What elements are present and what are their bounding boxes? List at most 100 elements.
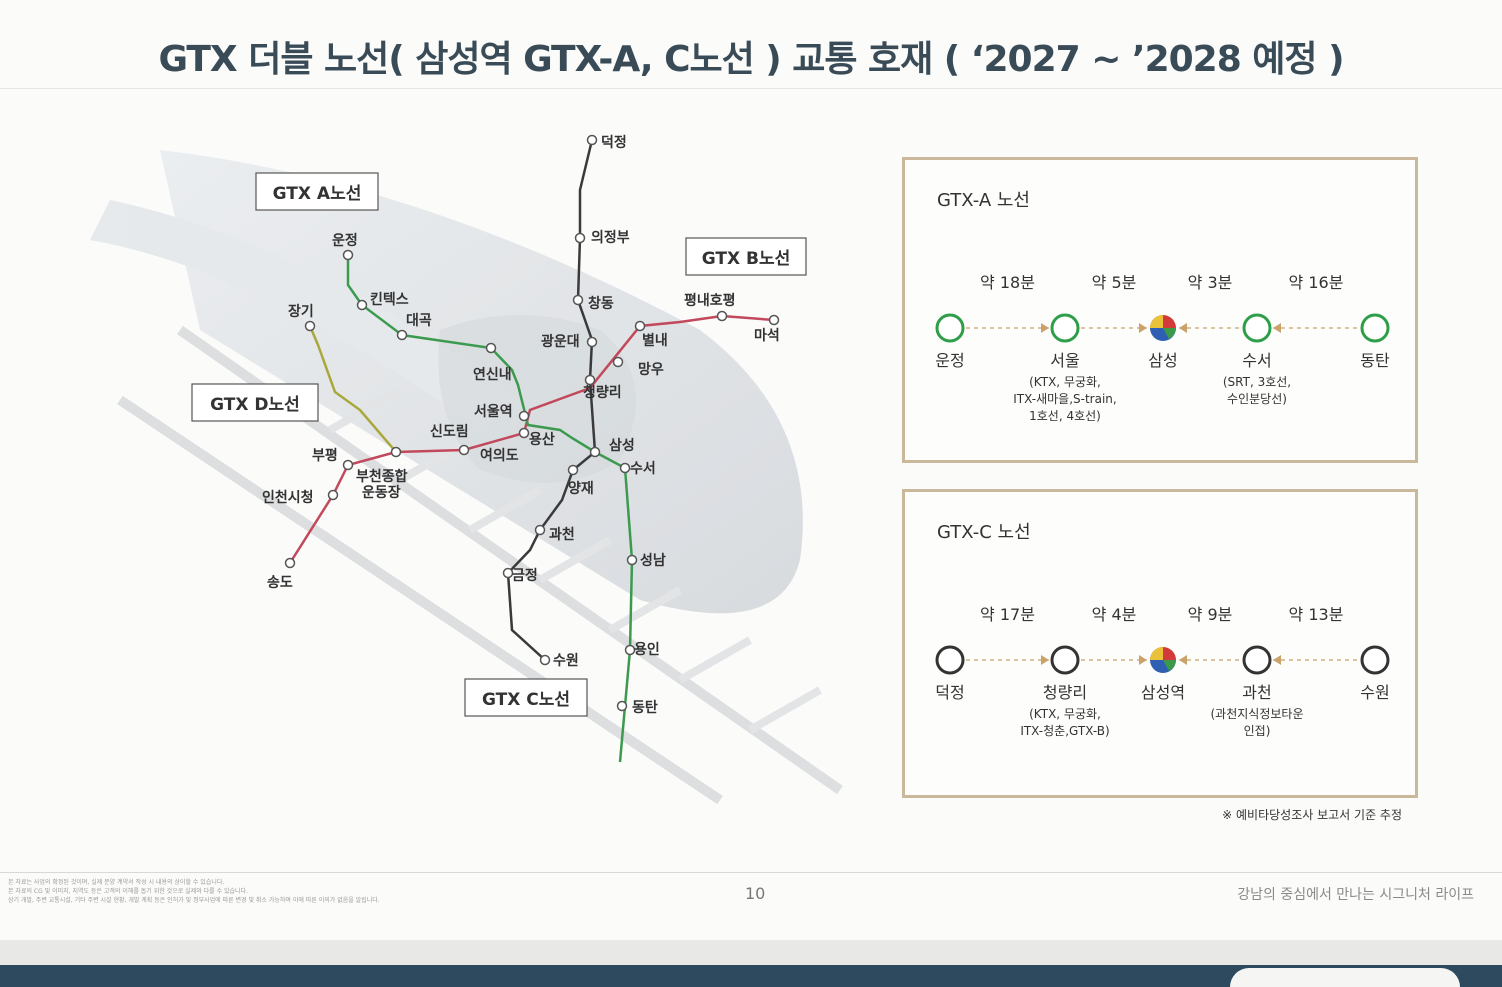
station-circle-icon xyxy=(935,645,965,675)
gtx-d-label: GTX D노선 xyxy=(210,395,300,415)
arrow-icon xyxy=(1139,655,1147,665)
station-yeouido: 여의도 xyxy=(480,447,519,464)
route-station-name: 덕정 xyxy=(935,683,964,702)
route-station-name: 수원 xyxy=(1360,683,1389,702)
station-circle-icon xyxy=(1242,645,1272,675)
station-pyeongnae: 평내호평 xyxy=(684,292,736,309)
station-samseong: 삼성 xyxy=(609,438,635,454)
footer-slogan: 강남의 중심에서 만나는 시그니처 라이프 xyxy=(1237,887,1474,903)
gtx-a-line xyxy=(346,255,634,763)
brochure-page: GTX 더블 노선( 삼성역 GTX-A, C노선 ) 교통 호재 ( ‘202… xyxy=(0,39,1502,905)
travel-time-label: 약 13분 xyxy=(1289,605,1344,624)
station-bucheon-2: 운동장 xyxy=(362,484,401,501)
station-unjeong: 운정 xyxy=(332,232,358,249)
gtx-a-label: GTX A노선 xyxy=(273,184,362,204)
taegeuk-hub-icon xyxy=(1150,647,1176,673)
route-station-name: 서울 xyxy=(1050,351,1079,370)
station-changdong: 창동 xyxy=(588,295,614,312)
gtx-d-line xyxy=(308,325,397,453)
next-page-edge xyxy=(0,965,1502,987)
arrow-icon xyxy=(1139,323,1147,333)
station-deokjeong: 덕정 xyxy=(601,134,627,151)
gtx-d-label-box: GTX D노선 xyxy=(191,383,319,422)
travel-time-label: 약 18분 xyxy=(980,273,1035,292)
route-station-transfer: (과천지식정보타운 xyxy=(1210,706,1303,721)
arrow-icon xyxy=(1273,655,1281,665)
footer-divider xyxy=(0,872,1502,873)
gtx-route-map: GTX A노선 GTX B노선 GTX C노선 GTX D노선 덕정 의정부 창… xyxy=(90,134,843,805)
station-circle-icon xyxy=(1360,313,1390,343)
title-divider xyxy=(0,88,1502,89)
travel-time-label: 약 9분 xyxy=(1188,605,1233,624)
gtx-a-panel-title: GTX-A 노선 xyxy=(937,190,1030,211)
route-station-name: 삼성역 xyxy=(1141,683,1185,702)
station-seongnam: 성남 xyxy=(640,552,666,569)
route-station-transfer: ITX-청춘,GTX-B) xyxy=(1020,724,1109,738)
gtx-a-label-box: GTX A노선 xyxy=(255,172,379,211)
gtx-c-label: GTX C노선 xyxy=(482,690,570,710)
station-gwangundae: 광운대 xyxy=(541,333,580,350)
travel-time-label: 약 17분 xyxy=(980,605,1035,624)
arrow-icon xyxy=(1041,655,1049,665)
station-cheongnyangni: 청량리 xyxy=(583,385,622,401)
route-station-transfer: 수인분당선) xyxy=(1227,392,1287,406)
station-maseok: 마석 xyxy=(754,328,780,344)
travel-time-label: 약 5분 xyxy=(1092,273,1137,292)
route-station-name: 과천 xyxy=(1242,683,1271,702)
station-songdo: 송도 xyxy=(267,575,293,591)
station-geumjeong: 금정 xyxy=(512,567,538,584)
disclaimer-line: 상기 개발, 주변 교통시설, 기타 주변 시설 현황, 개발 계획 등은 인허… xyxy=(8,897,380,904)
travel-time-label: 약 3분 xyxy=(1188,273,1233,292)
station-circle-icon xyxy=(1050,313,1080,343)
gtx-c-label-box: GTX C노선 xyxy=(464,678,588,717)
station-nodes xyxy=(284,134,780,712)
station-gwacheon: 과천 xyxy=(549,527,575,543)
station-dongtan: 동탄 xyxy=(632,699,658,716)
gtx-b-label: GTX B노선 xyxy=(702,249,791,269)
next-page-tab xyxy=(1230,968,1460,987)
station-suwon: 수원 xyxy=(553,653,579,669)
route-station-name: 수서 xyxy=(1242,351,1271,370)
station-bucheon: 부천종합 xyxy=(356,468,408,485)
route-station-transfer: 인접) xyxy=(1244,724,1271,738)
source-note: ※ 예비타당성조사 보고서 기준 추정 xyxy=(1222,808,1402,822)
station-seoulyeok: 서울역 xyxy=(474,403,513,420)
station-circle-icon xyxy=(1242,313,1272,343)
station-byeollae: 별내 xyxy=(642,332,668,349)
arrow-icon xyxy=(1273,323,1281,333)
station-incheon: 인천시청 xyxy=(262,489,314,506)
travel-time-label: 약 4분 xyxy=(1092,605,1137,624)
station-labels: 덕정 의정부 창동 광운대 청량리 삼성 수서 양재 과천 금정 수원 성남 용… xyxy=(262,134,780,716)
route-station-transfer: ITX-새마을,S-train, xyxy=(1013,392,1116,406)
route-station-transfer: 1호선, 4호선) xyxy=(1029,409,1101,423)
station-circle-icon xyxy=(1050,645,1080,675)
taegeuk-hub-icon xyxy=(1150,315,1176,341)
station-suseo: 수서 xyxy=(630,461,656,477)
travel-time-label: 약 16분 xyxy=(1289,273,1344,292)
station-mangu: 망우 xyxy=(638,361,664,378)
arrow-icon xyxy=(1179,323,1187,333)
station-circle-icon xyxy=(1360,645,1390,675)
station-sindorim: 신도림 xyxy=(430,424,469,440)
station-circle-icon xyxy=(935,313,965,343)
station-yangjae: 양재 xyxy=(568,481,594,497)
route-station-transfer: (KTX, 무궁화, xyxy=(1029,707,1101,721)
disclaimer-line: 본 자료는 사업의 확정된 것이며, 실제 분양 계약서 작성 시 내용의 상이… xyxy=(8,879,225,886)
station-uijeongbu: 의정부 xyxy=(591,229,630,246)
station-kintex: 킨텍스 xyxy=(370,291,409,308)
disclaimer-line: 본 자료의 CG 및 이미지, 지역도 등은 고객의 이해를 돕기 위한 것으로… xyxy=(8,888,248,895)
station-yeonsinnae: 연신내 xyxy=(473,367,512,383)
station-yongsan: 용산 xyxy=(529,431,555,448)
route-station-name: 삼성 xyxy=(1148,351,1177,370)
route-station-transfer: (KTX, 무궁화, xyxy=(1029,375,1101,389)
station-daegok: 대곡 xyxy=(406,313,432,329)
station-janggi: 장기 xyxy=(288,303,314,320)
gtx-c-line xyxy=(506,139,597,661)
station-yongin: 용인 xyxy=(634,641,660,658)
arrow-icon xyxy=(1041,323,1049,333)
footer-disclaimer: 본 자료는 사업의 확정된 것이며, 실제 분양 계약서 작성 시 내용의 상이… xyxy=(8,878,608,905)
